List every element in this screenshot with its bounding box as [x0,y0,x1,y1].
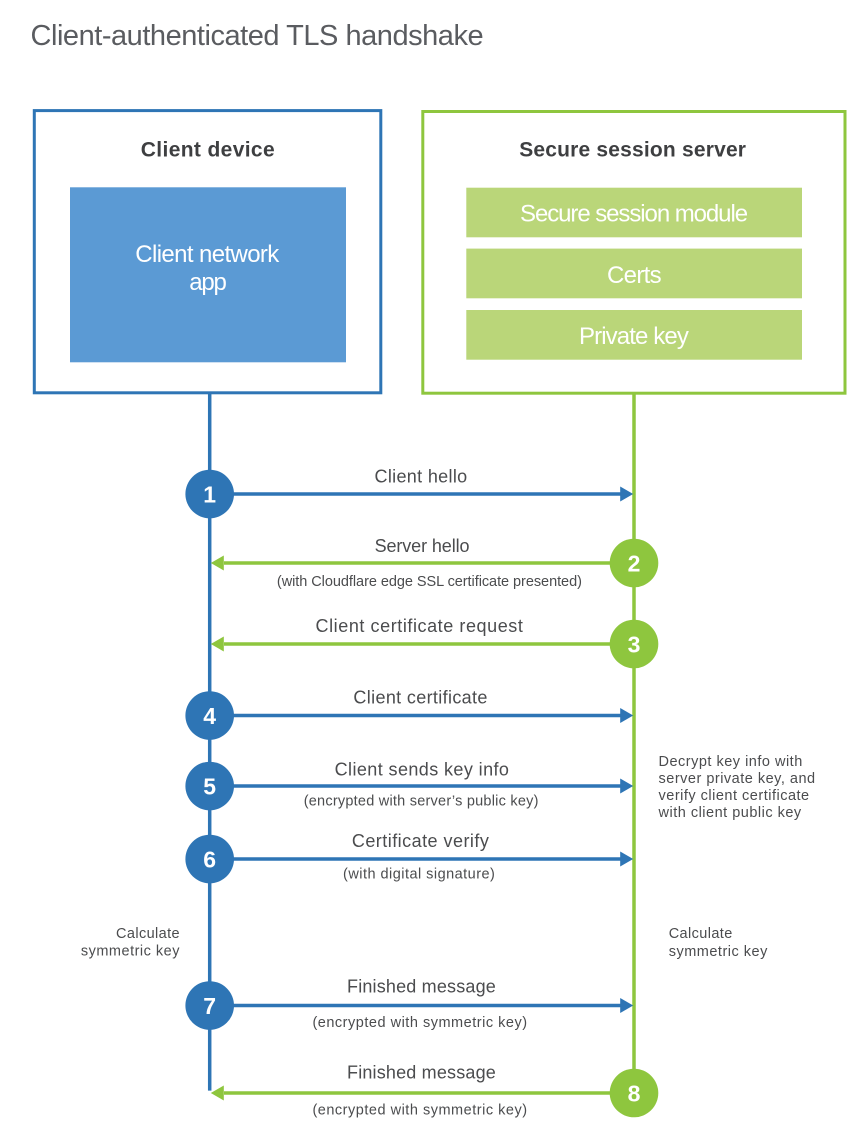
svg-text:Certs: Certs [607,262,662,289]
svg-text:Secure session server: Secure session server [519,139,746,162]
svg-text:5: 5 [203,773,216,799]
svg-text:Client-authenticated TLS hands: Client-authenticated TLS handshake [31,20,484,52]
svg-text:symmetric key: symmetric key [81,944,180,960]
svg-text:6: 6 [203,846,216,872]
svg-text:Finished message: Finished message [347,1063,496,1083]
svg-text:Client certificate request: Client certificate request [316,616,524,636]
svg-text:8: 8 [628,1080,641,1106]
svg-text:Decrypt key info with: Decrypt key info with [659,754,803,770]
svg-text:2: 2 [628,550,641,576]
svg-text:with client public key: with client public key [658,805,802,821]
svg-text:symmetric key: symmetric key [669,944,768,960]
svg-text:Client hello: Client hello [374,467,467,487]
svg-text:Client certificate: Client certificate [353,688,487,708]
svg-text:Client network: Client network [135,241,280,268]
svg-text:Client sends key info: Client sends key info [335,760,510,780]
svg-text:4: 4 [203,703,216,729]
svg-text:(encrypted with server’s publi: (encrypted with server’s public key) [304,794,539,810]
svg-text:Private key: Private key [579,323,689,350]
svg-text:Client device: Client device [141,139,275,162]
svg-text:Server hello: Server hello [375,536,470,556]
svg-text:Finished message: Finished message [347,977,496,997]
svg-text:(encrypted with symmetric key): (encrypted with symmetric key) [312,1103,527,1119]
svg-text:Certificate verify: Certificate verify [352,831,490,851]
svg-text:7: 7 [203,993,216,1019]
svg-text:server private key, and: server private key, and [659,771,816,787]
svg-text:Calculate: Calculate [669,926,733,942]
svg-text:Calculate: Calculate [116,926,180,942]
svg-text:(with digital signature): (with digital signature) [343,867,495,883]
svg-text:app: app [189,269,226,296]
svg-text:(encrypted with symmetric key): (encrypted with symmetric key) [312,1015,527,1031]
svg-text:3: 3 [628,631,641,657]
svg-text:(with Cloudflare edge SSL cert: (with Cloudflare edge SSL certificate pr… [277,574,582,590]
svg-text:1: 1 [203,481,216,507]
svg-text:verify client certificate: verify client certificate [659,788,810,804]
svg-text:Secure session module: Secure session module [520,201,748,228]
